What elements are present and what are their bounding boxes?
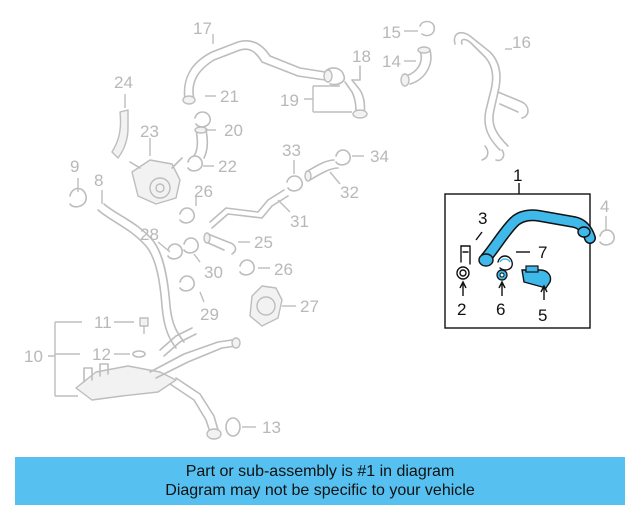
part-12-seal: [114, 350, 146, 358]
callout-22: 22: [218, 157, 237, 176]
part-1-hose[interactable]: [478, 209, 596, 267]
part-5-valve: [521, 265, 552, 300]
part-14-hose: [400, 46, 432, 87]
callout-16: 16: [512, 33, 531, 52]
part-21-clamp: [194, 95, 216, 128]
part-26-clamp-upper: [179, 196, 197, 224]
part-26-clamp-lower: [239, 259, 270, 276]
banner-line-2: Diagram may not be specific to your vehi…: [165, 482, 475, 499]
callout-34: 34: [370, 147, 389, 166]
callout-11: 11: [94, 313, 112, 332]
callout-1: 1: [513, 166, 522, 185]
callout-32: 32: [340, 183, 359, 202]
callout-14: 14: [382, 52, 401, 71]
callout-27: 27: [300, 297, 319, 316]
part-18-clamp: [326, 65, 361, 86]
part-16-hose: [453, 31, 529, 162]
part-31-pipe: [209, 189, 291, 229]
part-22-clamp: [187, 155, 214, 172]
callout-2: 2: [457, 300, 466, 319]
callout-13: 13: [262, 418, 281, 437]
callout-6: 6: [496, 300, 505, 319]
part-10-pipe-assembly: [48, 321, 241, 440]
part-33-clamp: [286, 160, 303, 192]
part-25-hose: [203, 232, 250, 255]
part-30-clamp: [183, 237, 201, 263]
callout-28: 28: [140, 225, 159, 244]
part-6-seal: [496, 269, 508, 296]
callout-26-lower: 26: [274, 260, 293, 279]
part-1-assembly-box[interactable]: [444, 183, 591, 329]
banner-line-1: Part or sub-assembly is #1 in diagram: [185, 463, 455, 480]
parts-diagram: 17 18 19 15 14 16 24: [24, 19, 615, 440]
callout-17: 17: [193, 19, 212, 38]
callout-12: 12: [92, 345, 111, 364]
callout-23: 23: [140, 122, 159, 141]
callout-10: 10: [24, 347, 43, 366]
callout-18: 18: [352, 47, 371, 66]
part-34-clamp: [335, 149, 364, 166]
part-3-clip: [460, 231, 483, 265]
callout-3: 3: [478, 209, 487, 228]
callout-26-upper: 26: [194, 182, 213, 201]
part-17-hose: [182, 34, 333, 105]
part-4-clamp: [599, 216, 615, 246]
part-19-hose: [304, 79, 368, 119]
part-9-clamp: [69, 178, 87, 208]
callout-21: 21: [220, 87, 239, 106]
part-7-clip: [497, 251, 530, 271]
callout-31: 31: [290, 212, 309, 231]
part-24-bracket: [111, 94, 129, 159]
info-banner: Part or sub-assembly is #1 in diagram Di…: [15, 457, 625, 505]
part-20-hose: [193, 126, 216, 159]
part-32-hose: [304, 159, 341, 185]
part-13-seal: [225, 417, 256, 437]
callout-25: 25: [254, 233, 273, 252]
callout-4: 4: [600, 197, 609, 216]
part-28-clamp: [157, 241, 183, 260]
callout-8: 8: [94, 171, 103, 190]
callout-20: 20: [224, 121, 243, 140]
part-27-thermostat: [249, 285, 296, 327]
callout-7: 7: [538, 243, 547, 262]
callout-9: 9: [70, 157, 79, 176]
part-29-clamp: [179, 275, 205, 303]
callout-33: 33: [282, 141, 301, 160]
part-2-seal: [456, 266, 470, 296]
callout-15: 15: [382, 23, 401, 42]
part-11-bolt: [114, 317, 149, 334]
callout-30: 30: [204, 263, 223, 282]
part-23-pump: [129, 138, 183, 205]
part-8-pipe: [97, 190, 185, 349]
part-15-clamp: [404, 20, 436, 37]
callout-24: 24: [114, 73, 133, 92]
callout-29: 29: [200, 305, 219, 324]
callout-5: 5: [538, 306, 547, 325]
callout-19: 19: [280, 91, 299, 110]
